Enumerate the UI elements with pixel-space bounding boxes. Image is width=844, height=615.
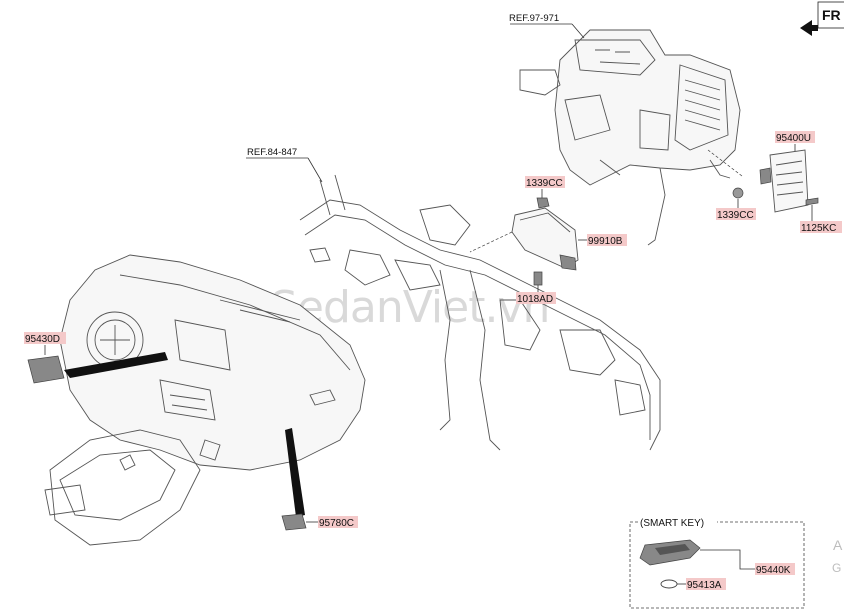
part-95440k[interactable]: 95440K	[639, 539, 795, 576]
smart-key-section: (SMART KEY) 95440K 95413A	[629, 516, 805, 609]
crossbar-frame-drawing	[299, 174, 661, 451]
part-label-1339cc-a: 1339CC	[526, 178, 563, 189]
fr-arrow-icon	[800, 20, 818, 36]
edge-text-g: G	[832, 561, 841, 575]
buzzer-part-icon	[27, 355, 65, 384]
part-1125kc[interactable]: 1125KC	[800, 197, 842, 234]
bolt-icon	[533, 271, 543, 286]
battery-icon	[660, 579, 678, 589]
fr-label: FR	[822, 7, 841, 23]
part-95400u[interactable]: 95400U	[759, 131, 815, 213]
part-label-1018ad: 1018AD	[517, 294, 553, 305]
part-95430d[interactable]: 95430D	[24, 332, 168, 384]
part-label-99910b: 99910B	[588, 236, 623, 247]
part-95780c[interactable]: 95780C	[281, 428, 358, 531]
ref-84-847-label: REF.84-847	[247, 147, 297, 158]
part-1018ad[interactable]: 1018AD	[516, 271, 556, 305]
leader-95780c	[285, 428, 305, 517]
connector-part-icon	[281, 513, 307, 531]
ref-97-971-label: REF.97-971	[509, 13, 559, 24]
smart-key-title: (SMART KEY)	[640, 518, 704, 529]
edge-text-a: A	[833, 537, 843, 553]
part-label-1339cc-b: 1339CC	[717, 210, 754, 221]
part-label-1125kc: 1125KC	[801, 223, 836, 234]
part-label-95440k: 95440K	[756, 565, 791, 576]
nut-icon-b	[732, 187, 744, 199]
fr-box	[817, 1, 844, 29]
hvac-unit-drawing	[519, 29, 741, 246]
part-1339cc-upper[interactable]: 1339CC	[525, 176, 565, 209]
screw-icon	[805, 197, 819, 206]
part-label-95413a: 95413A	[687, 580, 722, 591]
smart-key-unit-icon	[769, 149, 809, 213]
part-label-95400u: 95400U	[776, 133, 811, 144]
front-direction-indicator: FR	[800, 1, 844, 36]
nut-icon	[536, 197, 550, 209]
dashboard-drawing	[44, 254, 366, 546]
leader-95430d	[64, 352, 168, 378]
part-95413a[interactable]: 95413A	[660, 578, 726, 591]
part-label-95780c: 95780C	[319, 518, 354, 529]
part-99910b[interactable]: 99910B	[511, 207, 627, 271]
part-1339cc-lower[interactable]: 1339CC	[716, 187, 756, 221]
part-label-95430d: 95430D	[25, 334, 60, 345]
